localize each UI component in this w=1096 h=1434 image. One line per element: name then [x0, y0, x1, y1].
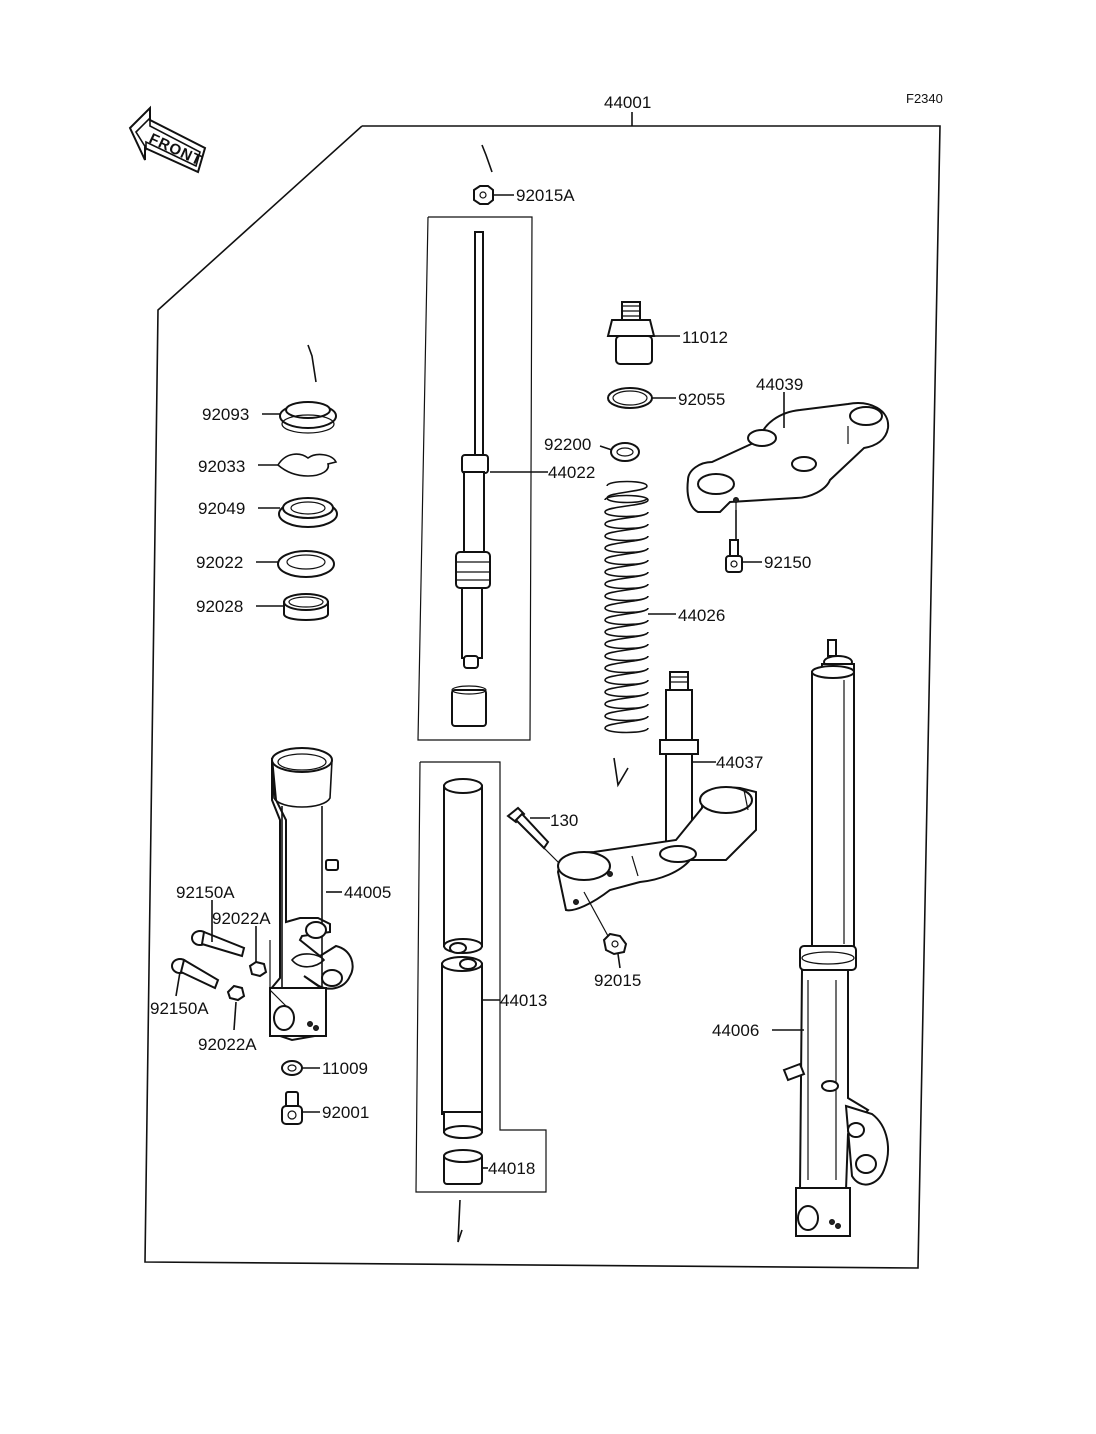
- label-92022a-bottom: 92022A: [198, 1035, 257, 1054]
- label-92055: 92055: [678, 390, 725, 409]
- bolt-130: [506, 806, 550, 850]
- bolt-92150a-lower: [171, 958, 220, 990]
- label-11012: 11012: [682, 328, 728, 347]
- arrow-mark-bottom: [457, 1199, 463, 1243]
- steering-stem-44037: [556, 671, 757, 912]
- bleed-plug: [782, 1062, 806, 1082]
- bolt-92150a-upper: [191, 930, 246, 958]
- bolt-92001: [281, 1091, 303, 1125]
- label-130: 130: [550, 811, 578, 830]
- dust-seal-92093: [279, 401, 337, 434]
- inner-tube-box: [415, 761, 547, 1193]
- inner-tube-44013: [441, 778, 483, 1139]
- label-44006: 44006: [712, 1021, 759, 1040]
- washer-92022: [277, 550, 335, 578]
- washer-92022a-upper: [248, 960, 268, 978]
- damper-rod-box: [417, 216, 533, 741]
- label-92150a-top: 92150A: [176, 883, 235, 902]
- damper-rod: [455, 231, 491, 669]
- fork-spring-44026: [604, 480, 649, 734]
- upper-bracket-44039: [686, 402, 890, 513]
- label-92093: 92093: [202, 405, 249, 424]
- label-92001: 92001: [322, 1103, 369, 1122]
- label-11009: 11009: [322, 1059, 368, 1078]
- oil-lock-piece: [451, 685, 487, 727]
- gasket-11009: [281, 1060, 303, 1076]
- right-fork-assembly-44006: [795, 639, 889, 1237]
- label-92022: 92022: [196, 553, 243, 572]
- label-92028: 92028: [196, 597, 243, 616]
- label-92022a-top: 92022A: [212, 909, 271, 928]
- label-92015a: 92015A: [516, 186, 575, 205]
- washer-92022a-lower: [226, 984, 246, 1002]
- label-44001: 44001: [604, 93, 651, 112]
- bolt-92150: [725, 539, 743, 573]
- assembly-outline: [144, 125, 941, 1269]
- arrow-mark-spring: [613, 757, 629, 788]
- top-bolt-11012: [606, 301, 656, 365]
- label-92150: 92150: [764, 553, 811, 572]
- collar-92200: [610, 442, 640, 462]
- label-44039: 44039: [756, 375, 803, 394]
- nut-92015: [602, 932, 628, 956]
- label-44037: 44037: [716, 753, 763, 772]
- label-44005: 44005: [344, 883, 391, 902]
- figure-code: F2340: [906, 91, 943, 106]
- label-92033: 92033: [198, 457, 245, 476]
- label-44026: 44026: [678, 606, 725, 625]
- bushing-92028: [283, 593, 329, 621]
- label-92200: 92200: [544, 435, 591, 454]
- circlip-92033: [276, 453, 338, 477]
- label-44022: 44022: [548, 463, 595, 482]
- arrow-mark-seals: [307, 344, 317, 383]
- bushing-44018: [443, 1149, 483, 1185]
- left-outer-tube-44005: [269, 747, 354, 1042]
- label-92015: 92015: [594, 971, 641, 990]
- label-92049: 92049: [198, 499, 245, 518]
- label-44018: 44018: [488, 1159, 535, 1178]
- arrow-mark-top: [481, 144, 493, 173]
- nut-92015a: [473, 185, 494, 205]
- oil-seal-92049: [278, 497, 338, 528]
- label-44013: 44013: [500, 991, 547, 1010]
- front-direction-arrow: FRONT: [128, 105, 207, 174]
- label-92150a-bottom: 92150A: [150, 999, 209, 1018]
